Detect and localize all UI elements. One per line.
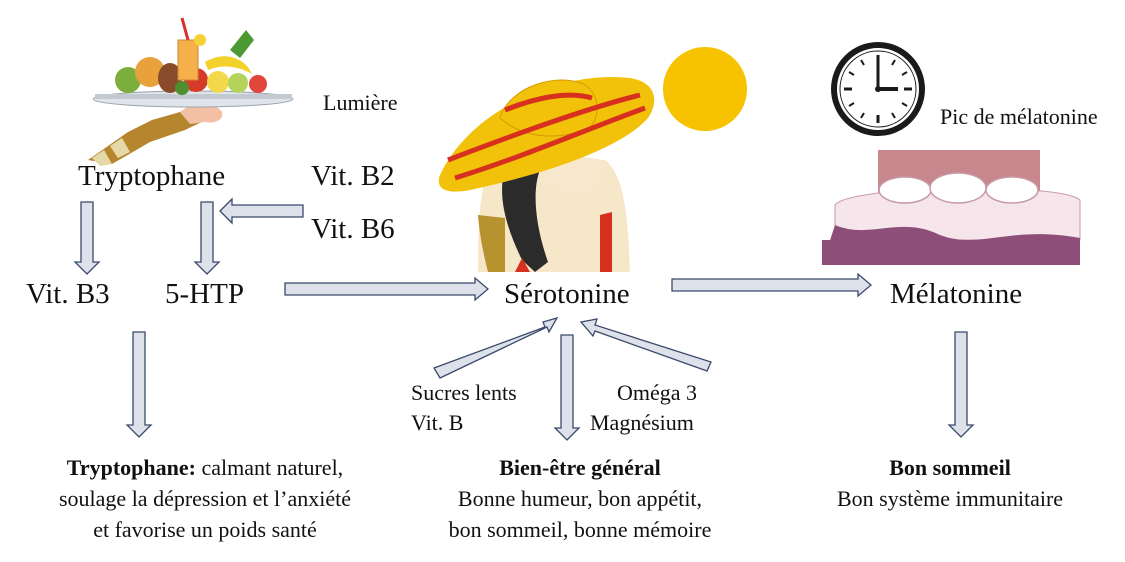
label-serotonine: Sérotonine — [504, 278, 630, 310]
arrow-5htp-to-serotonine — [284, 276, 490, 302]
arrow-vitamins-to-5htp — [219, 197, 304, 225]
caption-bien-etre-line1: Bonne humeur, bon appétit, — [457, 486, 703, 511]
label-sucres-lents: Sucres lents — [411, 380, 517, 405]
arrow-omega-to-serotonine — [579, 318, 712, 372]
caption-bon-sommeil: Bon sommeil Bon système immunitaire — [790, 452, 1110, 514]
arrow-sucres-to-serotonine — [433, 316, 559, 379]
arrow-melatonine-to-caption — [947, 331, 975, 438]
label-vit-b2: Vit. B2 — [311, 160, 395, 192]
arrow-tryptophane-to-vitb3 — [73, 201, 101, 275]
caption-tryptophane-line1: calmant naturel, — [195, 455, 344, 480]
arrow-serotonine-to-melatonine — [671, 272, 873, 298]
caption-tryptophane: Tryptophane: calmant naturel, soulage la… — [5, 452, 405, 545]
caption-tryptophane-line3: et favorise un poids santé — [93, 517, 317, 542]
bed-icon — [822, 150, 1081, 265]
arrow-vitb3-to-caption — [125, 331, 153, 438]
label-vit-b3: Vit. B3 — [26, 278, 110, 310]
label-vit-b6: Vit. B6 — [311, 213, 395, 245]
label-5-htp: 5-HTP — [165, 278, 244, 310]
caption-tryptophane-line2: soulage la dépression et l’anxiété — [58, 486, 351, 511]
sun-icon — [663, 47, 747, 131]
label-omega-3: Oméga 3 — [617, 380, 698, 405]
caption-bon-sommeil-title: Bon sommeil — [889, 455, 1011, 480]
caption-bon-sommeil-line1: Bon système immunitaire — [836, 486, 1064, 511]
label-magnesium: Magnésium — [590, 410, 694, 435]
caption-bien-etre-line2: bon sommeil, bonne mémoire — [448, 517, 712, 542]
clock-icon — [831, 42, 925, 136]
label-lumiere: Lumière — [323, 90, 398, 115]
label-melatonine: Mélatonine — [890, 278, 1023, 310]
fruit-tray-icon — [88, 17, 294, 166]
caption-bien-etre: Bien-être général Bonne humeur, bon appé… — [400, 452, 760, 545]
arrow-tryptophane-to-5htp — [193, 201, 221, 275]
caption-tryptophane-title: Tryptophane: — [66, 455, 196, 480]
arrow-serotonine-to-caption — [553, 334, 581, 441]
caption-bien-etre-title: Bien-être général — [499, 455, 661, 480]
label-vit-b: Vit. B — [411, 410, 464, 435]
label-tryptophane: Tryptophane — [78, 160, 226, 192]
woman-sun-hat-icon — [438, 76, 655, 272]
label-pic-melatonine: Pic de mélatonine — [940, 104, 1098, 129]
